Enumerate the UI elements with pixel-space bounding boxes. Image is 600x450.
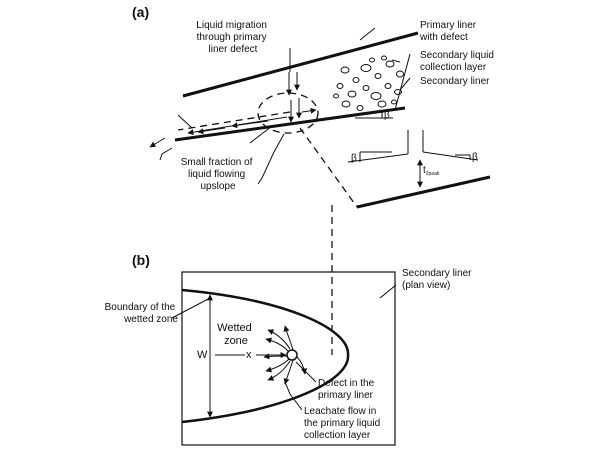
migration-arrows xyxy=(286,72,317,123)
defect-zoom-ellipse xyxy=(257,92,319,134)
t-symbol: t xyxy=(423,165,426,176)
beta-symbol-left: β xyxy=(351,153,357,164)
x-label: x xyxy=(246,349,252,361)
migration-label: Liquid migration through primary liner d… xyxy=(196,20,269,55)
wetted-zone-label: Wetted zone xyxy=(217,322,255,347)
wetted-zone-boundary xyxy=(181,288,350,424)
beta-symbol-right: β xyxy=(472,152,478,163)
wetted-boundary-label: Boundary of the wetted zone xyxy=(105,302,179,325)
secondary-liner-label: Secondary liner xyxy=(420,76,490,87)
defect-label: Defect in the primary liner xyxy=(318,378,377,401)
beta-symbol-a: β xyxy=(384,110,390,121)
primary-liner-label: Primary liner with defect xyxy=(419,20,479,43)
flow-lines xyxy=(149,111,291,161)
plan-view-label: Secondary liner (plan view) xyxy=(402,268,474,291)
secondary-liner-line xyxy=(174,106,406,142)
panel-b-label: (b) xyxy=(132,252,150,268)
panel-a-label: (a) xyxy=(132,4,149,20)
zoom-detail xyxy=(347,130,491,209)
projection-line xyxy=(299,127,358,208)
plan-view-box xyxy=(181,271,396,446)
w-label: W xyxy=(197,349,208,361)
defect-circle xyxy=(286,349,298,361)
gravel-layer xyxy=(333,53,411,111)
upslope-label: Small fraction of liquid flowing upslope xyxy=(181,157,255,192)
leachate-label: Leachate flow in the primary liquid coll… xyxy=(304,406,383,441)
t-label: t2peak xyxy=(423,165,440,177)
primary-liner-line xyxy=(182,31,419,98)
collection-layer-label: Secondary liquid collection layer xyxy=(420,50,497,73)
t-subscript: 2peak xyxy=(426,171,440,177)
